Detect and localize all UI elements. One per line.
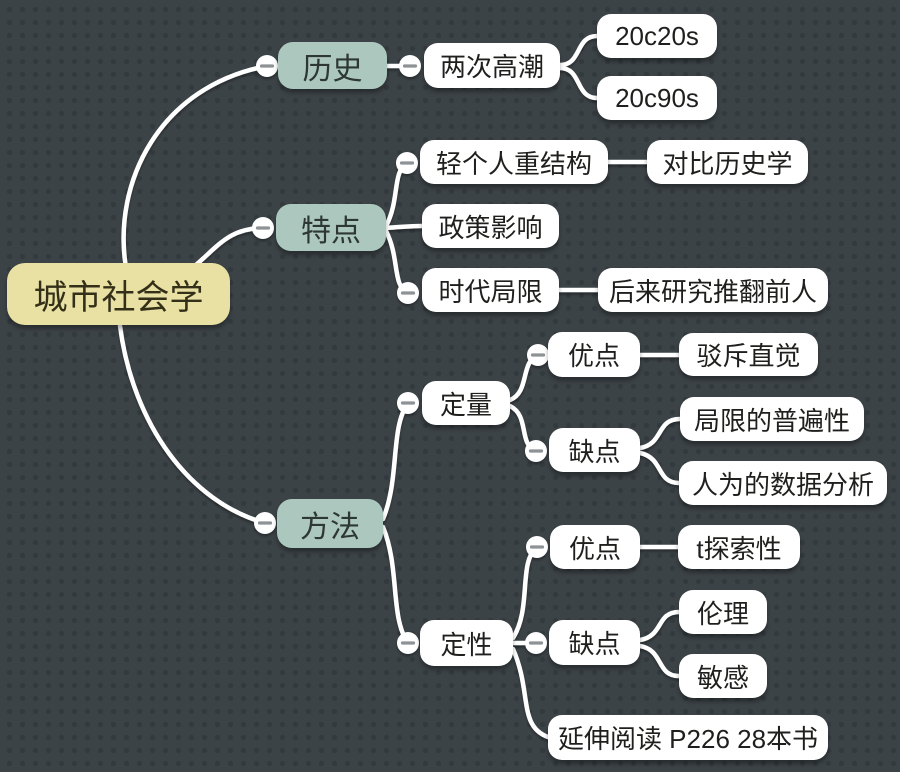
node-label: 延伸阅读 P226 28本书	[557, 724, 819, 754]
node-ethics[interactable]: 伦理	[679, 590, 767, 634]
node-label: 两次高潮	[439, 52, 544, 82]
node-label: 局限的普遍性	[693, 405, 850, 436]
connector-methods-qualitative	[380, 524, 411, 646]
node-two-climaxes[interactable]: 两次高潮	[424, 43, 560, 88]
node-extended-reading[interactable]: 延伸阅读 P226 28本书	[548, 715, 828, 760]
collapse-button-quantitative[interactable]	[397, 392, 419, 414]
connector-two-climaxes-20c20s	[557, 33, 600, 68]
node-label: 特点	[301, 214, 361, 248]
node-label: 对比历史学	[662, 148, 793, 179]
node-label: 方法	[300, 510, 360, 544]
node-label: 20c20s	[615, 20, 699, 51]
node-label: t探索性	[696, 533, 782, 564]
node-later-research-overturns[interactable]: 后来研究推翻前人	[598, 268, 828, 312]
node-contrast-historiography[interactable]: 对比历史学	[647, 140, 808, 184]
node-label: 20c90s	[615, 82, 699, 113]
node-structure-over-individual[interactable]: 轻个人重结构	[420, 140, 608, 184]
connector-qual-reading	[510, 646, 551, 740]
connector-qual-pros	[510, 544, 540, 641]
node-qual-pros[interactable]: 优点	[550, 525, 640, 569]
node-refute-intuition[interactable]: 驳斥直觉	[679, 333, 818, 376]
node-quant-cons[interactable]: 缺点	[549, 428, 640, 472]
node-label: 优点	[567, 341, 620, 371]
connector-root-methods	[117, 323, 268, 526]
collapse-button-qual-pros[interactable]	[526, 536, 548, 558]
connector-root-characteristics	[194, 225, 266, 267]
node-label: 敏感	[696, 662, 749, 693]
node-sensitive[interactable]: 敏感	[679, 654, 767, 698]
node-characteristics[interactable]: 特点	[276, 204, 386, 251]
node-quant-pros[interactable]: 优点	[548, 332, 640, 377]
node-20c20s[interactable]: 20c20s	[597, 14, 717, 58]
node-20c90s[interactable]: 20c90s	[597, 76, 717, 120]
collapse-button-methods[interactable]	[254, 512, 276, 534]
node-qualitative[interactable]: 定性	[420, 620, 513, 666]
node-label: 历史	[302, 52, 363, 86]
node-label: 伦理	[696, 598, 749, 629]
node-label: 缺点	[568, 629, 621, 659]
collapse-button-structure[interactable]	[396, 152, 418, 174]
node-label: 缺点	[568, 436, 621, 467]
node-label: 定量	[439, 389, 492, 420]
collapse-button-era[interactable]	[397, 282, 419, 304]
connector-quant-cons-limited	[637, 416, 683, 451]
node-label: 人为的数据分析	[691, 469, 874, 500]
collapse-button-quant-cons[interactable]	[525, 440, 547, 462]
node-label: 城市社会学	[33, 278, 204, 317]
collapse-button-two-climaxes[interactable]	[399, 55, 421, 77]
connector-root-history	[121, 63, 270, 271]
collapse-button-characteristics[interactable]	[252, 217, 274, 239]
connector-characteristics-policy	[383, 223, 425, 231]
node-label: 轻个人重结构	[435, 148, 592, 179]
connector-qual-cons-sensitive	[637, 643, 682, 679]
node-methods[interactable]: 方法	[277, 499, 383, 548]
connector-qual-cons-ethics	[637, 609, 682, 643]
collapse-button-qualitative[interactable]	[397, 632, 419, 654]
collapse-button-quant-pros[interactable]	[527, 344, 549, 366]
node-qual-cons[interactable]: 缺点	[549, 620, 640, 665]
connector-quant-cons-artificial	[637, 450, 682, 486]
node-policy-influence[interactable]: 政策影响	[422, 204, 559, 248]
node-label: 后来研究推翻前人	[608, 276, 817, 307]
node-label: 政策影响	[438, 212, 543, 243]
node-label: 驳斥直觉	[696, 341, 801, 371]
node-era-limitation[interactable]: 时代局限	[422, 268, 559, 312]
node-artificial-data-analysis[interactable]: 人为的数据分析	[679, 461, 887, 505]
node-label: 时代局限	[438, 276, 543, 307]
connector-two-climaxes-20c90s	[557, 65, 600, 101]
node-label: 优点	[568, 533, 621, 564]
collapse-button-history[interactable]	[256, 55, 278, 77]
collapse-button-qual-cons[interactable]	[525, 632, 547, 654]
node-limited-universality[interactable]: 局限的普遍性	[680, 397, 864, 441]
node-root[interactable]: 城市社会学	[7, 263, 230, 325]
node-quantitative[interactable]: 定量	[422, 381, 510, 425]
node-history[interactable]: 历史	[278, 42, 387, 89]
node-exploratory[interactable]: t探索性	[678, 525, 800, 569]
connector-methods-quantitative	[380, 400, 411, 522]
node-label: 定性	[440, 629, 493, 660]
